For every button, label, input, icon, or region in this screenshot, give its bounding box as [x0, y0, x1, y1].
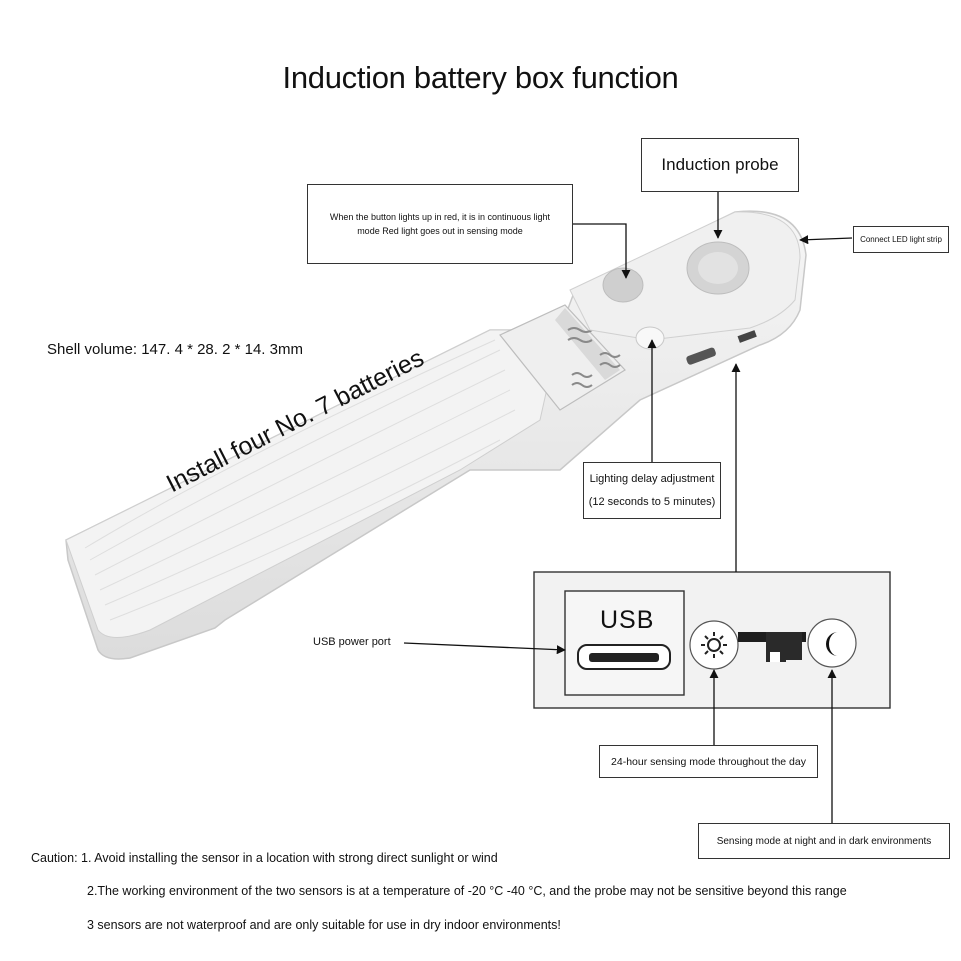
button-note-box: When the button lights up in red, it is …	[307, 184, 573, 264]
caution-line-2: 2.The working environment of the two sen…	[87, 884, 847, 898]
leader-lines	[403, 192, 853, 823]
night-mode-label: Sensing mode at night and in dark enviro…	[698, 823, 950, 859]
page-title: Induction battery box function	[282, 60, 679, 95]
induction-probe-label: Induction probe	[641, 138, 799, 192]
connect-led-label: Connect LED light strip	[853, 226, 949, 253]
sun-icon	[689, 620, 739, 670]
mode-switch	[738, 632, 806, 662]
caution-line-1: Caution: 1. Avoid installing the sensor …	[31, 851, 498, 865]
usb-power-port-label: USB power port	[313, 636, 391, 648]
battery-box-body	[65, 210, 807, 660]
caution-line-3: 3 sensors are not waterproof and are onl…	[87, 918, 561, 932]
moon-icon	[807, 618, 857, 668]
day-mode-label: 24-hour sensing mode throughout the day	[599, 745, 818, 778]
button-note-line2: mode Red light goes out in sensing mode	[357, 226, 523, 236]
usb-text: USB	[600, 606, 655, 634]
shell-volume-text: Shell volume: 147. 4 * 28. 2 * 14. 3mm	[47, 341, 303, 358]
delay-line2: (12 seconds to 5 minutes)	[588, 495, 716, 508]
side-panel-zoom	[533, 571, 891, 709]
button-note-line1: When the button lights up in red, it is …	[329, 212, 551, 222]
delay-line1: Lighting delay adjustment	[589, 472, 715, 485]
delay-adjustment-box: Lighting delay adjustment (12 seconds to…	[583, 462, 721, 519]
